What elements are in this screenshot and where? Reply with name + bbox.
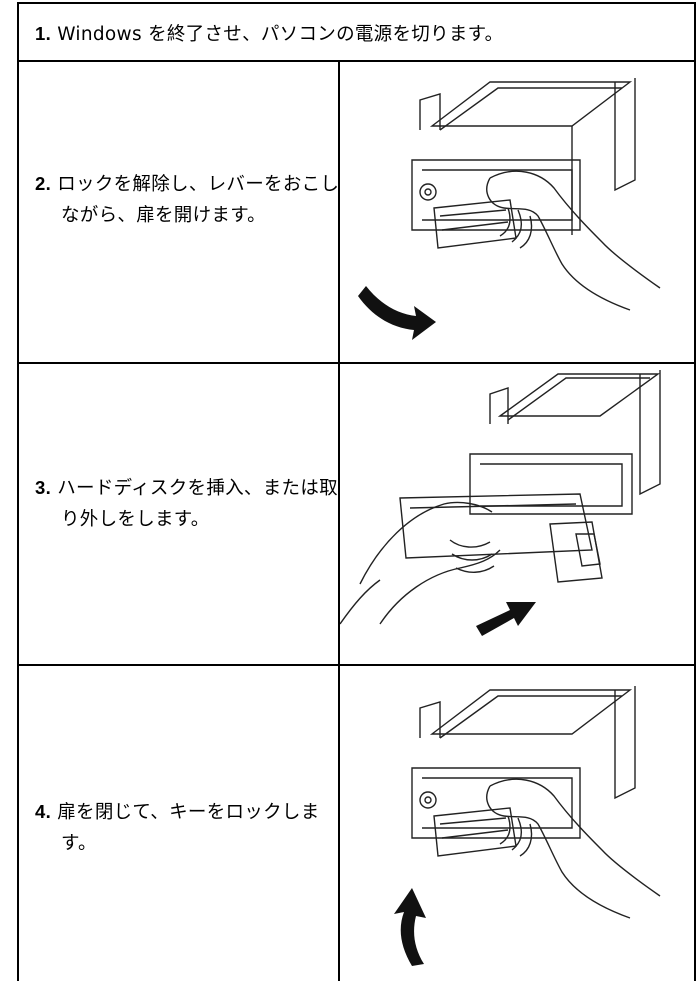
drive-bay-close-drawing <box>394 686 661 966</box>
step-4-text-cell: 4. 扉を閉じて、キーをロックします。 <box>19 666 338 981</box>
drive-tray-insert-drawing <box>340 370 661 636</box>
drive-bay-open-drawing <box>358 78 661 340</box>
step-2-row: 2. ロックを解除し、レバーをおこしながら、扉を開けます。 <box>17 60 696 364</box>
step-3-label: ハードディスクを挿入、または取り外しをします。 <box>57 478 338 530</box>
step-4-number: 4. <box>35 801 52 822</box>
step-2-text: 2. ロックを解除し、レバーをおこしながら、扉を開けます。 <box>35 168 351 231</box>
step-1-number: 1. <box>35 23 52 44</box>
step-3-text: 3. ハードディスクを挿入、または取り外しをします。 <box>35 472 351 535</box>
step-4-text: 4. 扉を閉じて、キーをロックします。 <box>35 796 351 859</box>
drive-tray-insert-illustration <box>340 364 696 664</box>
drive-bay-door-close-illustration <box>340 666 696 981</box>
step-4-label: 扉を閉じて、キーをロックします。 <box>57 802 320 854</box>
column-divider <box>338 364 340 664</box>
step-2-label: ロックを解除し、レバーをおこしながら、扉を開けます。 <box>57 174 340 226</box>
arrow-up-right-icon <box>476 602 536 636</box>
step-2-number: 2. <box>35 173 52 194</box>
column-divider <box>338 666 340 981</box>
step-3-number: 3. <box>35 477 52 498</box>
instruction-table: 1. Windows を終了させ、パソコンの電源を切ります。 2. ロックを解除… <box>17 2 696 981</box>
step-1-row: 1. Windows を終了させ、パソコンの電源を切ります。 <box>17 2 696 62</box>
arrow-up-left-icon <box>394 888 426 966</box>
step-3-text-cell: 3. ハードディスクを挿入、または取り外しをします。 <box>19 364 338 664</box>
column-divider <box>338 60 340 362</box>
step-1-text: 1. Windows を終了させ、パソコンの電源を切ります。 <box>35 18 503 50</box>
step-4-row: 4. 扉を閉じて、キーをロックします。 <box>17 664 696 981</box>
step-2-text-cell: 2. ロックを解除し、レバーをおこしながら、扉を開けます。 <box>19 60 339 362</box>
step-1-label: Windows を終了させ、パソコンの電源を切ります。 <box>57 24 504 45</box>
drive-bay-door-open-illustration <box>340 60 696 362</box>
step-3-row: 3. ハードディスクを挿入、または取り外しをします。 <box>17 362 696 666</box>
arrow-down-left-icon <box>358 286 436 340</box>
